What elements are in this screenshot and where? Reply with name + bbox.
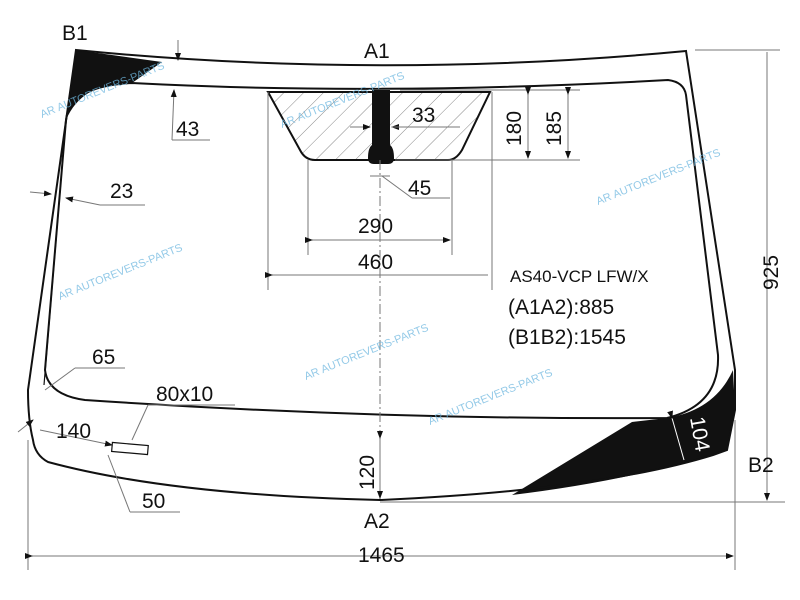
model-code: AS40-VCP LFW/X (510, 267, 649, 286)
watermark-logo: AR (303, 366, 322, 383)
watermark-text: AUTOREVERS-PARTS (443, 367, 554, 421)
a1a2-length: (A1A2):885 (508, 296, 614, 319)
label-b1: B1 (62, 22, 88, 45)
mirror-stalk (368, 90, 394, 164)
dimension-lines (17, 40, 785, 570)
dim-stalk-base: 45 (408, 177, 431, 200)
dim-sensor-top-width: 460 (358, 251, 393, 274)
label-a1: A1 (364, 40, 390, 63)
vin-window (110, 441, 149, 456)
dim-vin-bottom: 50 (142, 490, 165, 513)
dim-side-band: 23 (110, 180, 133, 203)
dim-overall-width: 1465 (358, 544, 405, 567)
dim-top-band: 43 (176, 118, 199, 141)
watermark-text: AUTOREVERS-PARTS (319, 322, 430, 376)
watermark-logo: AR (427, 411, 446, 428)
glass-outer-edge (26, 48, 736, 502)
label-b2: B2 (748, 454, 774, 477)
watermark-logo: AR (39, 104, 58, 121)
side-band-line (43, 119, 67, 386)
dim-corner: 65 (92, 346, 115, 369)
watermark-logo: AR (279, 114, 298, 131)
dim-vin-window: 80x10 (156, 383, 213, 406)
b1-black-corner (66, 50, 162, 120)
dim-bottom-band: 120 (356, 455, 379, 490)
dim-sensor-height-inner: 180 (503, 111, 526, 146)
dim-sensor-bottom-width: 290 (358, 215, 393, 238)
dim-overall-height: 925 (760, 255, 783, 290)
dim-sensor-height-outer: 185 (543, 111, 566, 146)
watermark-logo: AR (595, 191, 614, 208)
dim-vin-offset: 140 (56, 420, 91, 443)
dim-stalk-width: 33 (412, 104, 435, 127)
b1b2-length: (B1B2):1545 (508, 326, 626, 349)
watermark-logo: AR (57, 286, 76, 303)
label-a2: A2 (364, 510, 390, 533)
glass-inner-edge (43, 78, 720, 420)
watermark-text: AUTOREVERS-PARTS (73, 242, 184, 296)
